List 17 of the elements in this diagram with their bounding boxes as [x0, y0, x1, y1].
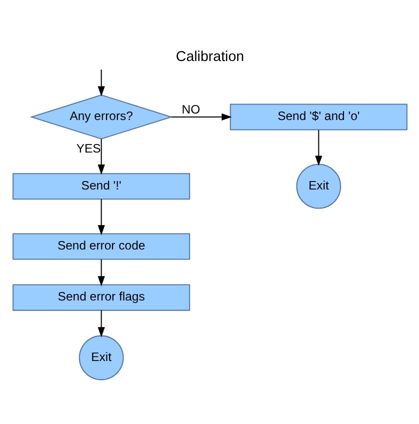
arrow: [97, 69, 104, 96]
node-circle: Exit: [78, 334, 124, 380]
edge-label: NO: [181, 102, 200, 116]
node-circle: Exit: [296, 163, 341, 208]
arrow: [97, 258, 104, 286]
diagram-title: Calibration: [175, 48, 244, 64]
node-box: Send '!': [12, 172, 190, 200]
arrow: [314, 130, 322, 166]
arrow: [170, 112, 232, 120]
node-box: Send error code: [12, 232, 190, 260]
node-box: Send '$' and 'o': [229, 103, 407, 130]
arrow: [97, 198, 104, 235]
node-box: Send error flags: [12, 284, 190, 310]
edge-label: YES: [76, 141, 100, 156]
arrow: [97, 138, 104, 174]
arrow: [97, 310, 104, 337]
node-diamond: Any errors?: [29, 94, 172, 139]
